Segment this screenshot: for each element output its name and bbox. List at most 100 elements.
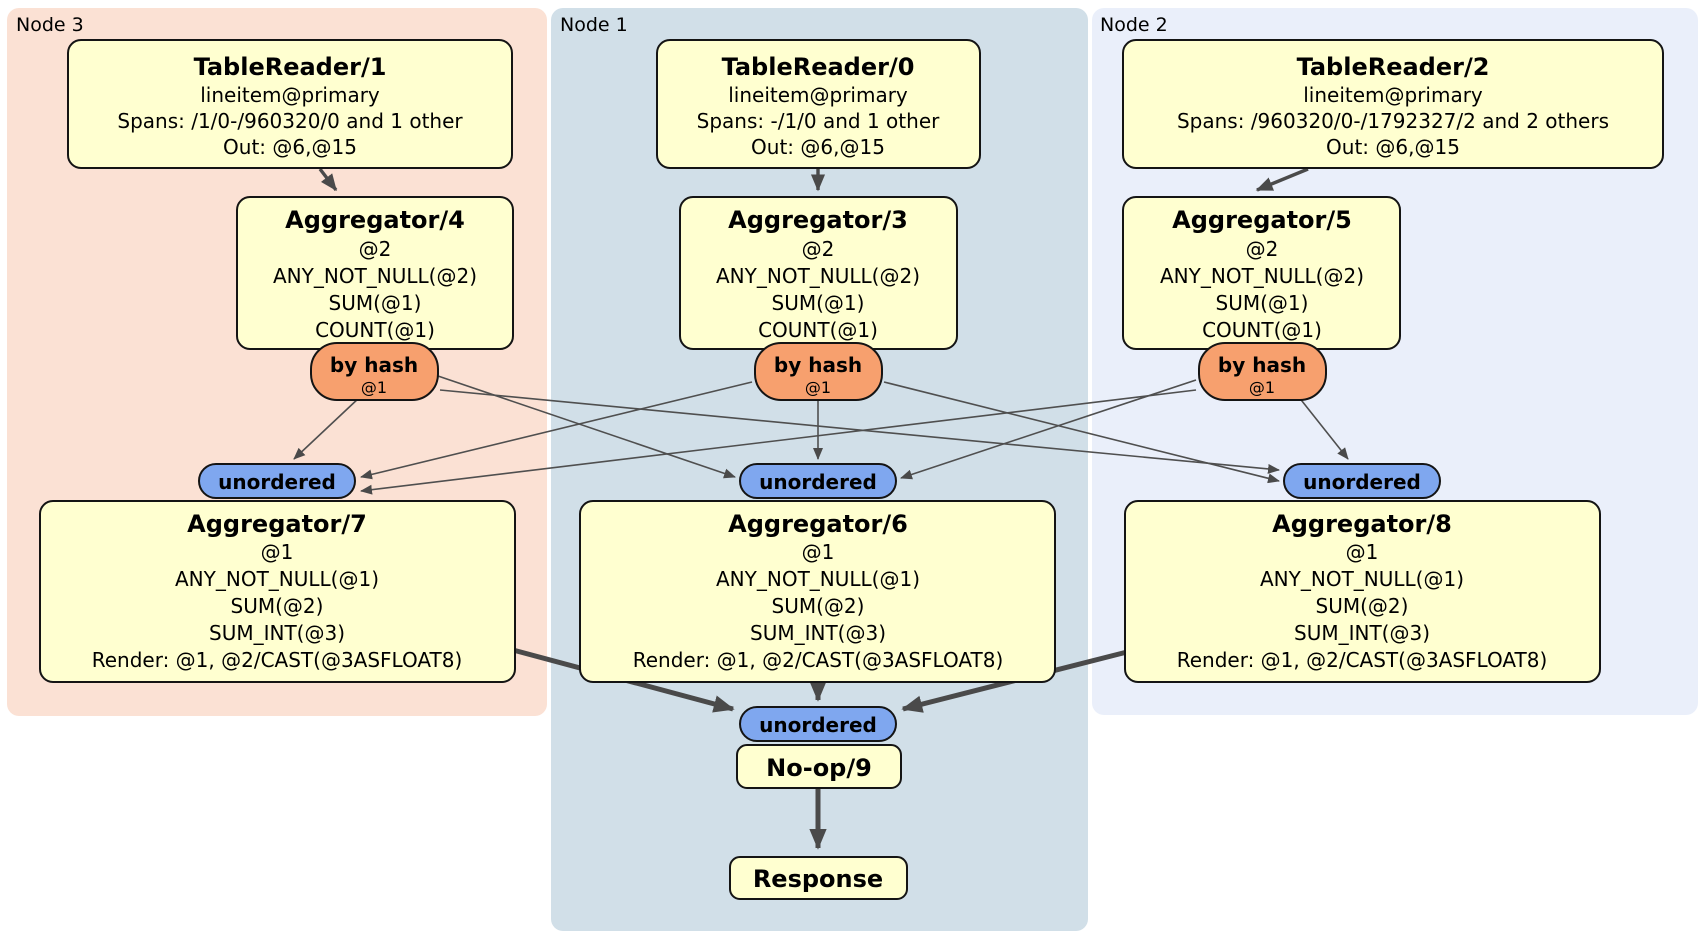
aggregator-3-fn1: ANY_NOT_NULL(@2): [716, 264, 920, 288]
tablereader-0-index: lineitem@primary: [728, 83, 908, 107]
aggregator-4-group: @2: [359, 237, 392, 261]
edge-tr2-agg5: [1255, 167, 1309, 192]
aggregator-6-box: [579, 500, 1056, 683]
panel-node-1-label: Node 1: [560, 14, 628, 36]
unordered-sync-node3-shape: [198, 463, 356, 499]
aggregator-7-group: @1: [261, 540, 294, 564]
hash-router-node2-shape: [1198, 342, 1327, 401]
unordered-sync-node2-label: unordered: [1303, 470, 1421, 494]
aggregator-4-title: Aggregator/4: [285, 206, 465, 234]
aggregator-8-group: @1: [1346, 540, 1379, 564]
aggregator-5-group: @2: [1246, 237, 1279, 261]
hash-router-node3-detail: @1: [361, 378, 387, 397]
hash-distribution-edges: [293, 375, 1349, 495]
response: Response: [729, 856, 908, 900]
response-title: Response: [753, 865, 883, 893]
aggregator-3-fn3: COUNT(@1): [758, 318, 878, 342]
aggregator-6-group: @1: [802, 540, 835, 564]
aggregator-8-fn1: ANY_NOT_NULL(@1): [1260, 567, 1464, 591]
aggregator-6-fn2: SUM(@2): [772, 594, 865, 618]
aggregator-8-box: [1124, 500, 1601, 683]
hash-router-node2-label: by hash: [1218, 353, 1306, 377]
edge-hash2-unordered1: [900, 379, 1197, 480]
aggregator-3-fn2: SUM(@1): [772, 291, 865, 315]
aggregator-8-fn3: SUM_INT(@3): [1294, 621, 1430, 645]
noop-9-box: [736, 744, 902, 789]
aggregator-3-group: @2: [802, 237, 835, 261]
tablereader-2-out: Out: @6,@15: [1326, 135, 1460, 159]
panel-node-2-label: Node 2: [1100, 14, 1168, 36]
noop-9: No-op/9: [736, 744, 902, 789]
unordered-sync-node3-label: unordered: [218, 470, 336, 494]
tablereader-1: TableReader/1 lineitem@primary Spans: /1…: [67, 39, 513, 169]
hash-router-node2-detail: @1: [1249, 378, 1275, 397]
unordered-sync-node3: unordered: [198, 463, 356, 499]
aggregator-8-title: Aggregator/8: [1272, 510, 1452, 538]
tablereader-2: TableReader/2 lineitem@primary Spans: /9…: [1122, 39, 1664, 169]
aggregator-7: Aggregator/7 @1 ANY_NOT_NULL(@1) SUM(@2)…: [39, 500, 516, 683]
hash-router-node3: by hash @1: [310, 342, 439, 401]
tablereader-2-box: [1122, 39, 1664, 169]
aggregator-3-title: Aggregator/3: [728, 206, 908, 234]
tablereader-1-out: Out: @6,@15: [223, 135, 357, 159]
tablereader-2-title: TableReader/2: [1297, 53, 1490, 81]
unordered-sync-node1-shape: [739, 463, 897, 499]
tablereader-0-box: [656, 39, 981, 169]
aggregator-8-fn2: SUM(@2): [1316, 594, 1409, 618]
aggregator-4-fn1: ANY_NOT_NULL(@2): [273, 264, 477, 288]
unordered-sync-node2: unordered: [1283, 463, 1441, 499]
reader-aggregator-edges: [318, 167, 1309, 192]
tablereader-1-box: [67, 39, 513, 169]
edge-tr1-agg4: [318, 167, 338, 192]
hash-router-node1-shape: [754, 342, 883, 401]
aggregator-3: Aggregator/3 @2 ANY_NOT_NULL(@2) SUM(@1)…: [679, 196, 958, 350]
tablereader-0: TableReader/0 lineitem@primary Spans: -/…: [656, 39, 981, 169]
tablereader-2-spans: Spans: /960320/0-/1792327/2 and 2 others: [1177, 109, 1609, 133]
tablereader-2-index: lineitem@primary: [1303, 83, 1483, 107]
unordered-sync-final-label: unordered: [759, 713, 877, 737]
hash-router-node1-label: by hash: [774, 353, 862, 377]
aggregator-6-title: Aggregator/6: [728, 510, 908, 538]
hash-router-node3-shape: [310, 342, 439, 401]
aggregator-6-fn1: ANY_NOT_NULL(@1): [716, 567, 920, 591]
tablereader-0-spans: Spans: -/1/0 and 1 other: [697, 109, 940, 133]
panel-node-3-label: Node 3: [16, 14, 84, 36]
aggregator-5-title: Aggregator/5: [1172, 206, 1352, 234]
aggregator-4-fn3: COUNT(@1): [315, 318, 435, 342]
aggregator-5-fn1: ANY_NOT_NULL(@2): [1160, 264, 1364, 288]
edge-hash1-unordered3: [360, 381, 753, 480]
tablereader-0-title: TableReader/0: [722, 53, 915, 81]
tablereader-1-title: TableReader/1: [194, 53, 387, 81]
edge-hash3-unordered1: [437, 375, 736, 479]
aggregator-6: Aggregator/6 @1 ANY_NOT_NULL(@1) SUM(@2)…: [579, 500, 1056, 683]
noop-9-title: No-op/9: [766, 754, 872, 782]
edge-hash3-unordered3: [293, 396, 361, 460]
aggregator-7-title: Aggregator/7: [187, 510, 367, 538]
aggregator-5: Aggregator/5 @2 ANY_NOT_NULL(@2) SUM(@1)…: [1122, 196, 1401, 350]
edge-hash2-unordered2: [1297, 395, 1349, 460]
aggregator-5-fn2: SUM(@1): [1216, 291, 1309, 315]
aggregator-8-render: Render: @1, @2/CAST(@3ASFLOAT8): [1177, 648, 1548, 672]
edge-hash1-unordered2: [883, 381, 1280, 484]
aggregator-7-render: Render: @1, @2/CAST(@3ASFLOAT8): [92, 648, 463, 672]
aggregator-7-fn3: SUM_INT(@3): [209, 621, 345, 645]
aggregator-4-fn2: SUM(@1): [329, 291, 422, 315]
unordered-sync-final: unordered: [739, 706, 897, 742]
hash-router-node3-label: by hash: [330, 353, 418, 377]
tablereader-1-spans: Spans: /1/0-/960320/0 and 1 other: [117, 109, 463, 133]
hash-router-node1: by hash @1: [754, 342, 883, 401]
aggregator-7-box: [39, 500, 516, 683]
unordered-sync-node1-label: unordered: [759, 470, 877, 494]
aggregator-4: Aggregator/4 @2 ANY_NOT_NULL(@2) SUM(@1)…: [236, 196, 514, 350]
tablereader-0-out: Out: @6,@15: [751, 135, 885, 159]
response-box: [729, 856, 908, 900]
aggregator-7-fn2: SUM(@2): [231, 594, 324, 618]
unordered-sync-final-shape: [739, 706, 897, 742]
aggregator-6-fn3: SUM_INT(@3): [750, 621, 886, 645]
aggregator-6-render: Render: @1, @2/CAST(@3ASFLOAT8): [633, 648, 1004, 672]
tablereader-1-index: lineitem@primary: [200, 83, 380, 107]
aggregator-5-fn3: COUNT(@1): [1202, 318, 1322, 342]
unordered-sync-node1: unordered: [739, 463, 897, 499]
